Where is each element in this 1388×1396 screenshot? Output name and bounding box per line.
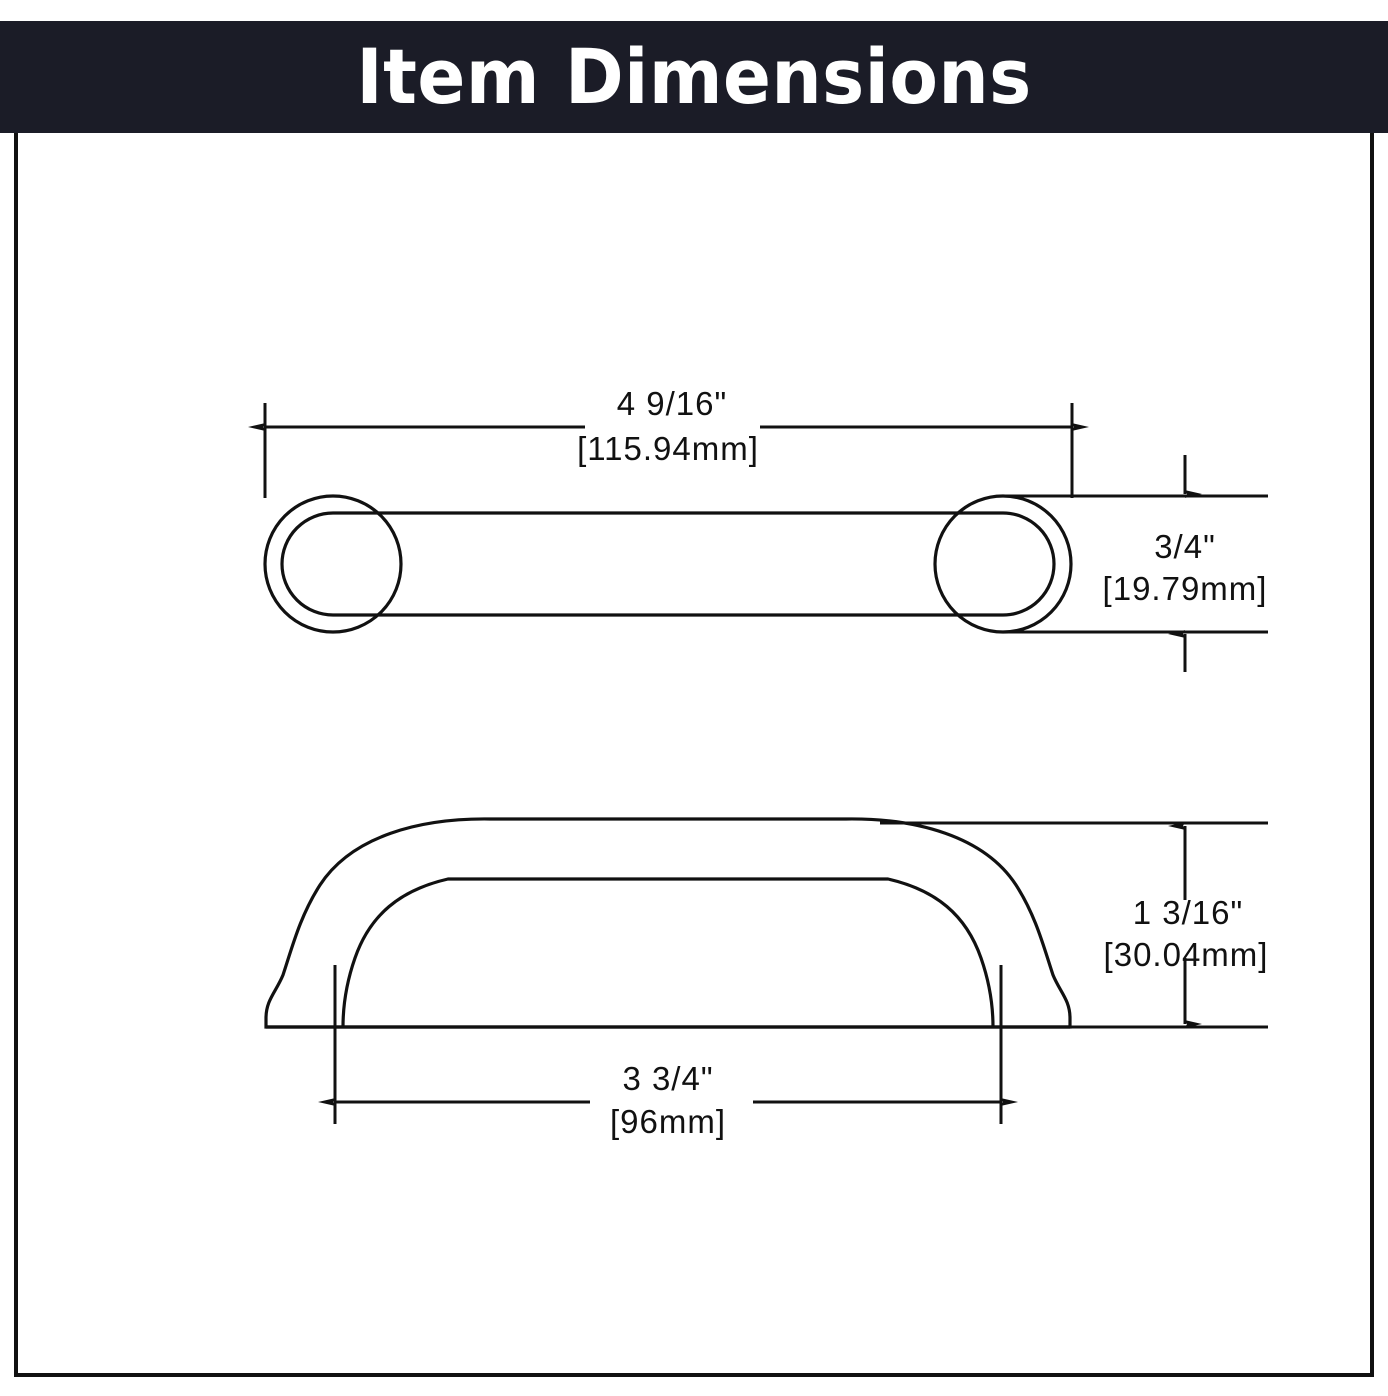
projection-width-metric-label: [19.79mm] xyxy=(1103,570,1268,607)
overall-length-metric-label: [115.94mm] xyxy=(577,430,759,467)
overall-length-imperial-label: 4 9/16" xyxy=(617,385,727,422)
drawing-frame-border xyxy=(14,133,1374,1377)
overall-height-metric-label: [30.04mm] xyxy=(1104,936,1269,973)
handle-outer-profile xyxy=(264,817,1072,1029)
overall-height-imperial-label: 1 3/16" xyxy=(1133,894,1243,931)
handle-bar-outline xyxy=(280,511,1056,617)
handle-inner-arch xyxy=(341,877,995,1028)
center-to-center-imperial-label: 3 3/4" xyxy=(622,1060,713,1097)
left-mounting-pad-outline xyxy=(263,494,403,634)
dimension-projection-width xyxy=(1003,455,1268,672)
dimension-overall-length xyxy=(248,403,1089,498)
top-view-geometry xyxy=(263,494,1073,634)
dimension-center-to-center xyxy=(318,965,1018,1124)
projection-width-imperial-label: 3/4" xyxy=(1154,528,1216,565)
dimension-overall-height xyxy=(880,821,1268,1029)
page-title: Item Dimensions xyxy=(356,32,1032,121)
center-to-center-metric-label: [96mm] xyxy=(610,1103,726,1140)
header-band: Item Dimensions xyxy=(0,21,1388,133)
side-view-geometry xyxy=(264,817,1072,1029)
right-mounting-pad-outline xyxy=(933,494,1073,634)
